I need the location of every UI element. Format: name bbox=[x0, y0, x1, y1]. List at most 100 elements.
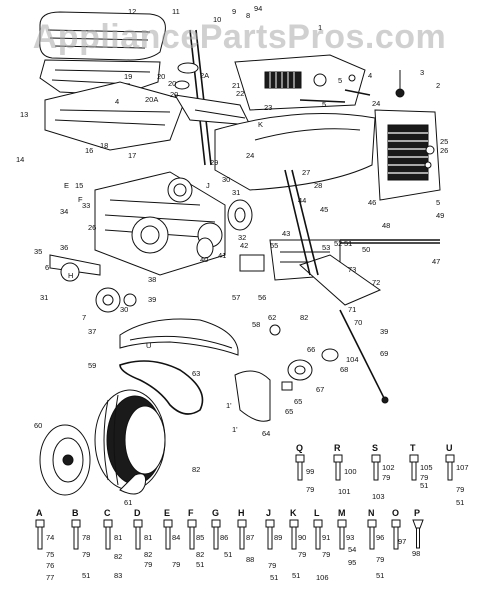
callout-1b: 1' bbox=[232, 425, 238, 434]
hw-letter-h: H bbox=[238, 508, 245, 518]
hw-sub-s-0: 79 bbox=[382, 473, 390, 482]
steering-assembly bbox=[174, 29, 251, 166]
side-panel bbox=[234, 370, 271, 422]
brake-rod bbox=[269, 309, 389, 404]
hw-sub-e-0: 79 bbox=[172, 560, 180, 569]
callout-22: 22 bbox=[236, 89, 244, 98]
hw-num-t: 105 bbox=[420, 463, 433, 472]
callout-46: 46 bbox=[368, 198, 376, 207]
hw-sub-b-0: 79 bbox=[82, 550, 90, 559]
hw-sub-m-1: 95 bbox=[348, 558, 356, 567]
hw-letter-o: O bbox=[392, 508, 399, 518]
callout-4b: 4 bbox=[115, 97, 119, 106]
hw-num-j: 89 bbox=[274, 533, 282, 542]
dash-panel bbox=[234, 54, 366, 111]
callout-k: K bbox=[258, 120, 263, 129]
hw-sub-a-0: 75 bbox=[46, 550, 54, 559]
callout-82: 82 bbox=[300, 313, 308, 322]
hardware-top-row bbox=[295, 454, 455, 481]
callout-51: 51 bbox=[344, 239, 352, 248]
callout-u: U bbox=[146, 341, 151, 350]
callout-57: 57 bbox=[232, 293, 240, 302]
callout-52: 52 bbox=[334, 239, 342, 248]
callout-23: 23 bbox=[264, 103, 272, 112]
callout-30b: 30 bbox=[120, 305, 128, 314]
callout-50: 50 bbox=[362, 245, 370, 254]
hw-num-h: 87 bbox=[246, 533, 254, 542]
callout-2: 2 bbox=[436, 81, 440, 90]
hw-sub-b-1: 51 bbox=[82, 571, 90, 580]
callout-44: 44 bbox=[298, 196, 306, 205]
hw-sub-u-1: 51 bbox=[456, 498, 464, 507]
callout-21: 21 bbox=[232, 81, 240, 90]
callout-70: 70 bbox=[354, 318, 362, 327]
hardware-labels-top: Q 99 79 R 100 101 S 102 79 103 T 105 79 … bbox=[296, 443, 469, 507]
callout-61: 61 bbox=[124, 498, 132, 507]
callout-20b: 20 bbox=[168, 79, 176, 88]
callout-28: 28 bbox=[314, 181, 322, 190]
callout-94: 94 bbox=[254, 4, 262, 13]
hw-sub-t-1: 51 bbox=[420, 481, 428, 490]
callout-41: 41 bbox=[218, 251, 226, 260]
hw-letter-f: F bbox=[188, 508, 194, 518]
callout-25: 25 bbox=[440, 137, 448, 146]
callout-35: 35 bbox=[34, 247, 42, 256]
hw-sub-f-1: 51 bbox=[196, 560, 204, 569]
callout-19: 19 bbox=[124, 72, 132, 81]
callout-64: 64 bbox=[262, 429, 270, 438]
callout-66: 66 bbox=[307, 345, 315, 354]
hw-sub-a-2: 77 bbox=[46, 573, 54, 582]
hw-letter-a: A bbox=[36, 508, 43, 518]
callout-15: 15 bbox=[75, 181, 83, 190]
callout-labels: 12 11 10 9 8 94 1 3 2 4 5 5 5 13 19 20 2… bbox=[16, 4, 448, 507]
callout-13: 13 bbox=[20, 110, 28, 119]
callout-65a: 65 bbox=[294, 397, 302, 406]
hardware-bottom-row bbox=[35, 519, 424, 550]
callout-2a: 2A bbox=[200, 71, 209, 80]
callout-65b: 65 bbox=[285, 407, 293, 416]
hw-num-q: 99 bbox=[306, 467, 314, 476]
rods-and-clips bbox=[299, 70, 405, 103]
callout-47: 47 bbox=[432, 257, 440, 266]
callout-24a: 24 bbox=[372, 99, 380, 108]
callout-68: 68 bbox=[340, 365, 348, 374]
callout-39b: 39 bbox=[148, 295, 156, 304]
callout-5c: 5 bbox=[436, 198, 440, 207]
hw-sub-d-1: 79 bbox=[144, 560, 152, 569]
hw-sub-k-0: 79 bbox=[298, 550, 306, 559]
hw-letter-g: G bbox=[212, 508, 219, 518]
hw-sub-n-0: 79 bbox=[376, 555, 384, 564]
callout-14: 14 bbox=[16, 155, 24, 164]
callout-69: 69 bbox=[380, 349, 388, 358]
callout-37: 37 bbox=[88, 327, 96, 336]
wheel-rim bbox=[39, 424, 91, 496]
hw-sub-g-0: 51 bbox=[224, 550, 232, 559]
callout-38: 38 bbox=[148, 275, 156, 284]
hw-num-d: 81 bbox=[144, 533, 152, 542]
axle-left bbox=[49, 254, 137, 313]
hw-num-s: 102 bbox=[382, 463, 395, 472]
callout-63: 63 bbox=[192, 369, 200, 378]
callout-7: 7 bbox=[82, 313, 86, 322]
pedal-bracket bbox=[239, 169, 382, 306]
callout-45: 45 bbox=[320, 205, 328, 214]
hw-sub-h-0: 88 bbox=[246, 555, 254, 564]
callout-53: 53 bbox=[322, 243, 330, 252]
hw-num-o: 97 bbox=[398, 537, 406, 546]
callout-seat: 12 bbox=[128, 7, 136, 16]
hw-sub-c-0: 82 bbox=[114, 552, 122, 561]
callout-h: H bbox=[68, 271, 73, 280]
callout-20c: 20 bbox=[170, 90, 178, 99]
hw-sub-n-1: 51 bbox=[376, 571, 384, 580]
rear-tire bbox=[94, 389, 166, 491]
callout-1: 1 bbox=[318, 23, 322, 32]
hw-letter-p: P bbox=[414, 508, 420, 518]
hw-num-m: 93 bbox=[346, 533, 354, 542]
hw-sub-m-0: 54 bbox=[348, 545, 356, 554]
callout-20ad: 20A bbox=[145, 95, 158, 104]
hw-num-f: 85 bbox=[196, 533, 204, 542]
wheel-weight bbox=[119, 473, 146, 495]
callout-59: 59 bbox=[88, 361, 96, 370]
callout-60: 60 bbox=[34, 421, 42, 430]
